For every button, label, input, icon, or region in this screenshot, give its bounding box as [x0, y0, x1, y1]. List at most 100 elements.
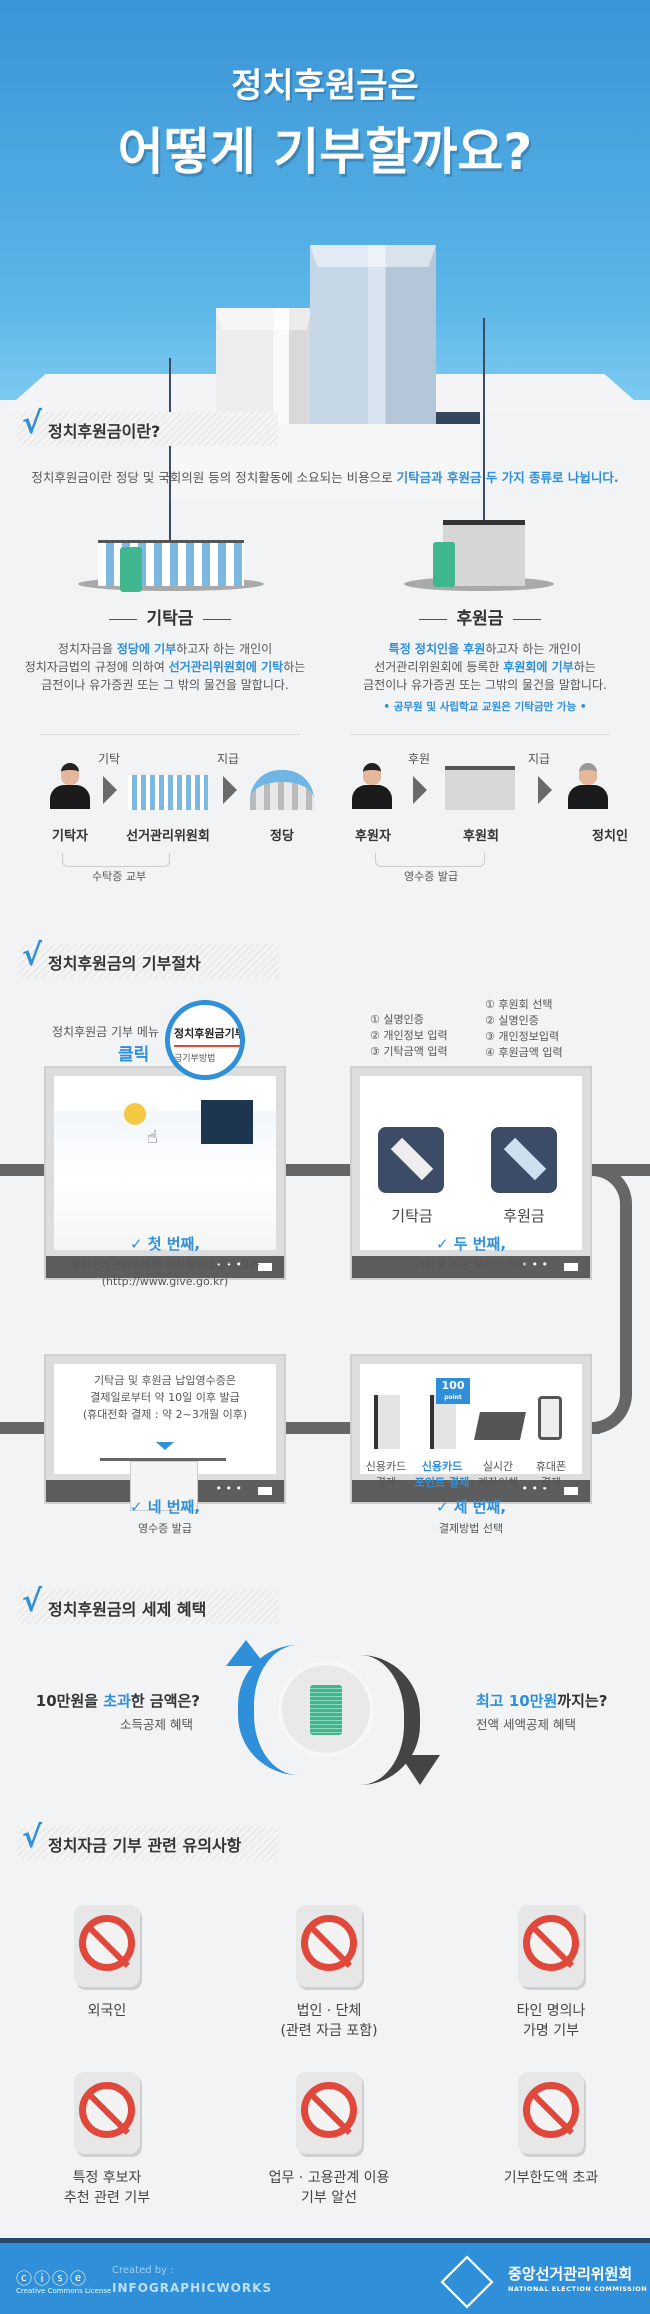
intro-highlight: 기탁금과 후원금 두 가지 종류로 나뉩니다. — [396, 470, 619, 485]
prohibited-sign-icon — [518, 2072, 584, 2154]
politician-person-icon — [568, 763, 608, 809]
zoom-menu-item[interactable]: 정치후원금기부 — [174, 1025, 240, 1047]
receipt-paper-icon — [130, 1461, 198, 1511]
return-arrow-line — [62, 853, 170, 867]
flow-node: 정당 — [270, 829, 294, 844]
prohibited-sign-icon — [74, 1905, 140, 1987]
step-item: ① 실명인증 — [370, 1013, 424, 1026]
card-point-reader-icon — [430, 1395, 456, 1449]
text: 결제 — [540, 1476, 562, 1489]
money-stack-icon — [120, 547, 142, 592]
note: • 공무원 및 사립학교 교원은 기탁금만 가능 • — [383, 701, 587, 713]
return-label: 영수증 발급 — [404, 870, 459, 883]
highlight: 선거관리위원회에 기탁 — [168, 660, 284, 674]
text: 하는 — [283, 660, 306, 674]
creator-name: INFOGRAPHICWORKS — [112, 2281, 273, 2295]
text: 신용카드 — [365, 1460, 407, 1473]
section-title: 정치후원금의 세제 혜택 — [48, 1600, 207, 1619]
no-symbol-icon — [79, 2082, 135, 2138]
screen-content — [54, 1364, 276, 1474]
highlight: 특정 정치인을 후원 — [388, 642, 486, 656]
no-symbol-icon — [523, 2082, 579, 2138]
receipt-text: 기탁금 및 후원금 납입영수증은 결제일로부터 약 10일 이후 발급 (휴대전… — [52, 1372, 278, 1423]
support-association-building-icon — [443, 520, 525, 586]
caution-label: 법인 · 단체(관련 자금 포함) — [249, 2001, 409, 2041]
giftak-button[interactable] — [378, 1127, 444, 1193]
section-title: 정치자금 기부 관련 유의사항 — [48, 1836, 242, 1855]
text: (관련 자금 포함) — [280, 2023, 378, 2039]
url-link[interactable]: (http://www.give.go.kr) — [101, 1275, 229, 1288]
org-name: 중앙선거관리위원회 — [508, 2265, 633, 2283]
step-item: ② 실명인증 — [485, 1014, 539, 1027]
envelope-icon — [390, 1137, 434, 1181]
step-item: ② 개인정보 입력 — [370, 1029, 448, 1042]
text: 업무 · 고용관계 이용 — [268, 2170, 390, 2186]
return-label: 수탁증 교부 — [92, 870, 147, 883]
step2-desc: 기탁금 또는 후원금 선택 — [415, 1258, 527, 1271]
envelope-blue-icon — [310, 245, 436, 428]
section-header-cautions: √ 정치자금 기부 관련 유의사항 — [18, 1820, 278, 1860]
label-giftak: 기탁금 — [40, 604, 300, 629]
income-deduction-label: 소득공제 혜택 — [120, 1717, 193, 1732]
huwon-button[interactable] — [491, 1127, 557, 1193]
text: 기탁금 및 후원금 납입영수증은 — [93, 1374, 237, 1387]
return-arrow-line — [375, 853, 485, 867]
text: 까지는? — [557, 1692, 608, 1710]
step2-title: ✓ 두 번째, — [435, 1235, 507, 1253]
step-item: ④ 후원금액 입력 — [485, 1046, 563, 1059]
badge-value: 100 — [441, 1379, 465, 1392]
text: 하는 — [573, 660, 596, 674]
text: 특정 후보자 — [72, 2170, 142, 2186]
prohibited-sign-icon — [518, 1905, 584, 1987]
arrow-right-icon — [103, 776, 117, 804]
check-icon: √ — [22, 406, 43, 441]
click-label: 클릭 — [118, 1045, 150, 1065]
created-by-label: Created by : — [112, 2265, 174, 2276]
money-stack-icon — [310, 1685, 342, 1735]
video-thumbnail — [201, 1100, 253, 1144]
section-header-tax: √ 정치후원금의 세제 혜택 — [18, 1584, 278, 1624]
text: 하고자 하는 개인이 — [485, 642, 582, 656]
screen-bar — [46, 1256, 284, 1278]
arrow-down-icon — [156, 1442, 174, 1450]
flow-step-label: 지급 — [528, 752, 551, 766]
website-screen — [44, 1066, 286, 1280]
arrow-right-icon — [223, 776, 237, 804]
flow-node: 선거관리위원회 — [126, 829, 210, 844]
screen-bar — [352, 1480, 590, 1502]
no-symbol-icon — [79, 1915, 135, 1971]
hero-title-line1: 정치후원금은 — [231, 66, 419, 106]
label-huwon: 후원금 — [350, 604, 610, 629]
caution-label: 기부한도액 초과 — [471, 2168, 631, 2188]
giftak-description: 정치자금을 정당에 기부하고자 하는 개인이 정치자금법의 규정에 의하여 선거… — [10, 640, 320, 694]
step-item: ③ 개인정보입력 — [485, 1030, 560, 1043]
step4-desc: 영수증 발급 — [137, 1522, 193, 1535]
tax-credit-label: 전액 세액공제 혜택 — [476, 1717, 576, 1732]
text: 금전이나 유가증권 또는 그 밖의 물건을 말합니다. — [41, 678, 289, 692]
text: 실시간 — [482, 1460, 514, 1473]
nec-logo-icon — [440, 2255, 494, 2309]
sun-icon — [124, 1103, 146, 1125]
no-symbol-icon — [523, 1915, 579, 1971]
label-text: 후원금 — [456, 609, 504, 629]
footer: ⓒⓘⓢⓔ Creative Commons License Created by… — [0, 2238, 650, 2314]
section-header-definition: √ 정치후원금이란? — [18, 406, 278, 446]
huwon-description: 특정 정치인을 후원하고자 하는 개인이 선거관리위원회에 등록한 후원회에 기… — [330, 640, 640, 716]
text: 계좌이체 — [477, 1476, 519, 1489]
step-item: ① 후원회 선택 — [485, 998, 553, 1011]
hero-title-line2: 어떻게 기부할까요? — [117, 123, 533, 181]
text: 외국인 — [87, 2003, 127, 2019]
arrowhead-down — [400, 1755, 440, 1785]
flow-node: 후원회 — [463, 829, 499, 844]
huwon-label: 후원금 — [503, 1207, 545, 1225]
supporter-person-icon — [352, 763, 392, 809]
org-name-en: NATIONAL ELECTION COMMISSION — [508, 2285, 648, 2293]
prohibited-sign-icon — [296, 2072, 362, 2154]
caution-label: 외국인 — [27, 2001, 187, 2021]
